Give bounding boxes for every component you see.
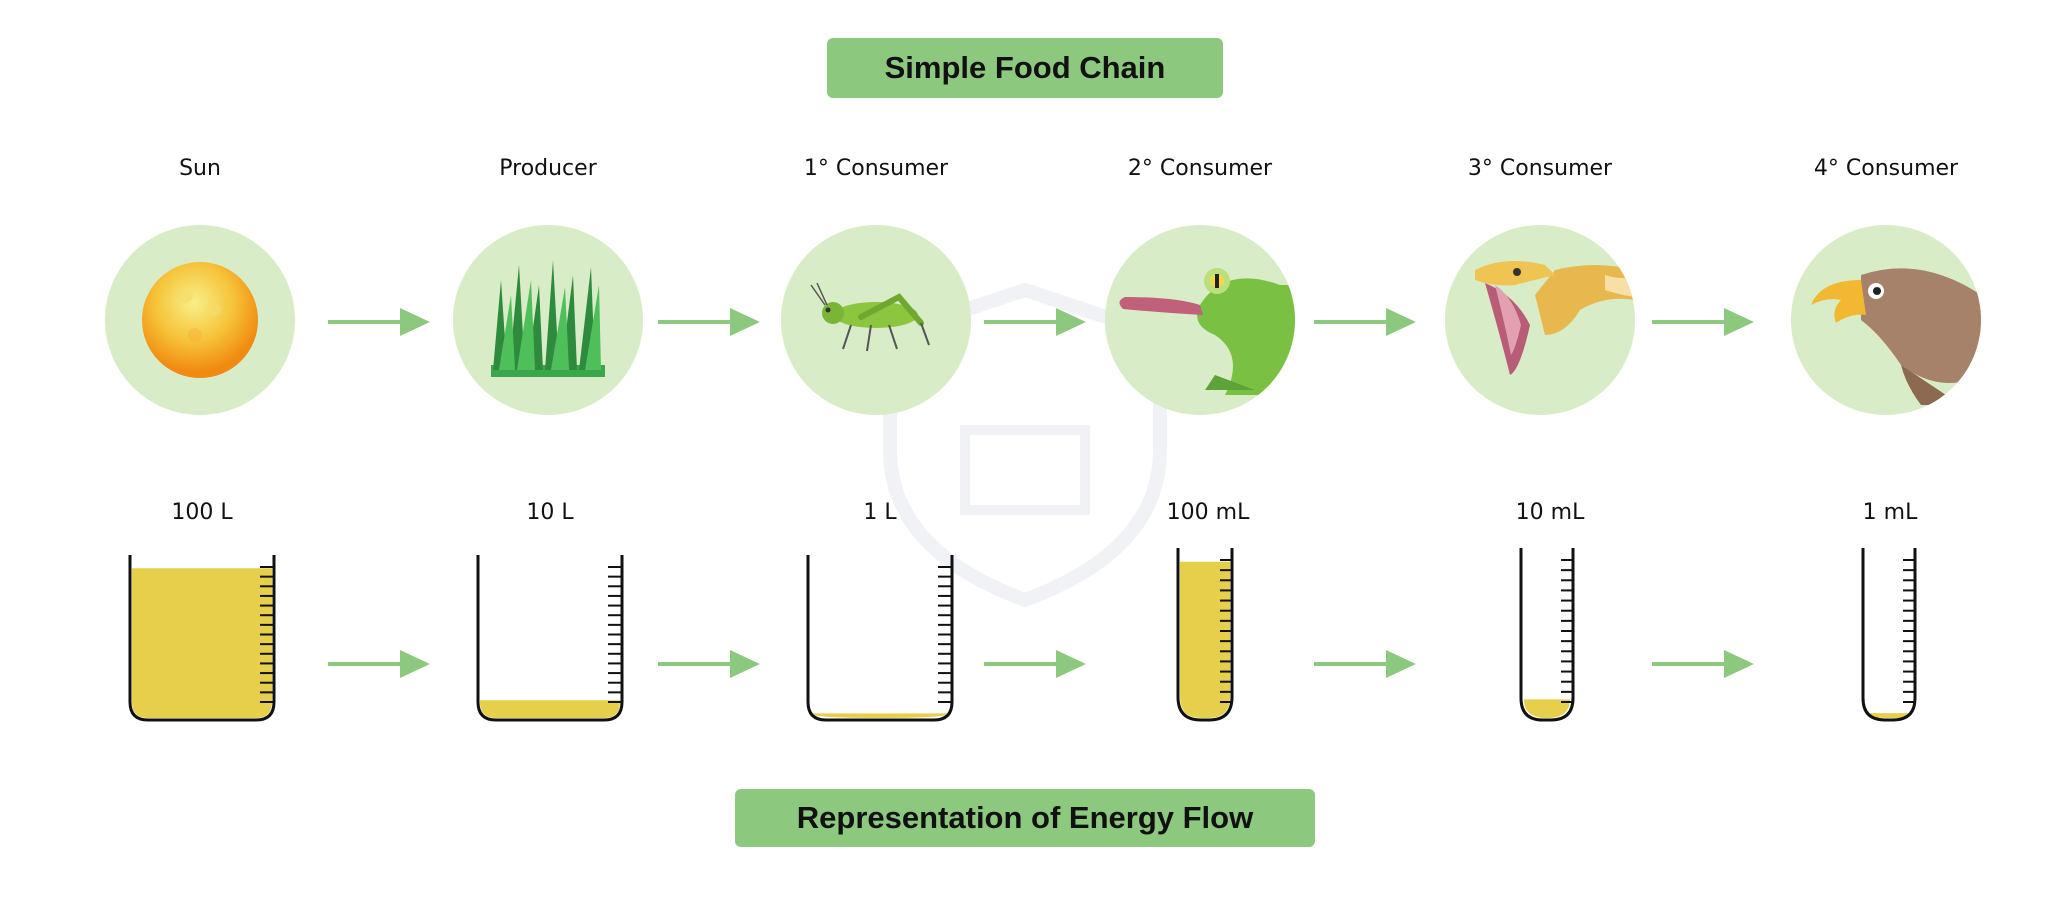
- stage-circle-tertiary-consumer: [1445, 225, 1635, 415]
- liquid-fill-1: [132, 568, 272, 718]
- test-tube-5: [1519, 548, 1575, 722]
- frog-icon: [1119, 268, 1295, 395]
- stage-circle-quaternary-consumer: [1791, 225, 1981, 415]
- liquid-fill-5: [1524, 699, 1570, 718]
- volume-label-producer: 10 L: [526, 500, 574, 525]
- volume-label-tertiary-consumer: 10 mL: [1515, 500, 1585, 525]
- stage-label-producer: Producer: [499, 156, 597, 181]
- volume-label-sun: 100 L: [171, 500, 233, 525]
- diagram-title: Simple Food Chain: [827, 38, 1223, 98]
- grass-icon: [491, 260, 605, 377]
- diagram-footer: Representation of Energy Flow: [735, 789, 1315, 847]
- liquid-fill-6: [1866, 713, 1912, 718]
- volume-label-primary-consumer: 1 L: [863, 500, 897, 525]
- flow-arrowhead-4: [1386, 650, 1416, 678]
- test-tube-4: [1176, 548, 1234, 722]
- flow-arrowhead-3: [1056, 650, 1086, 678]
- liquid-fill-3: [811, 713, 949, 718]
- sun-icon: [142, 262, 258, 378]
- test-tube-6: [1861, 548, 1917, 722]
- stage-circle-secondary-consumer: [1105, 225, 1295, 415]
- chain-arrowhead-2: [730, 308, 760, 336]
- eagle-icon: [1811, 268, 1981, 405]
- stage-label-secondary-consumer: 2° Consumer: [1127, 156, 1273, 181]
- beaker-2: [476, 555, 624, 722]
- stage-label-tertiary-consumer: 3° Consumer: [1467, 156, 1613, 181]
- stage-label-primary-consumer: 1° Consumer: [803, 156, 949, 181]
- liquid-fill-2: [480, 700, 620, 718]
- beaker-3: [806, 555, 954, 722]
- stage-circle-sun: [105, 225, 295, 415]
- chain-arrowhead-3: [1056, 308, 1086, 336]
- stage-circle-producer: [453, 225, 643, 415]
- volume-label-quaternary-consumer: 1 mL: [1862, 500, 1918, 525]
- stage-circle-primary-consumer: [781, 225, 971, 415]
- liquid-fill-4: [1180, 561, 1230, 718]
- stage-label-sun: Sun: [179, 156, 221, 181]
- flow-arrowhead-2: [730, 650, 760, 678]
- beaker-1: [128, 555, 276, 722]
- stage-label-quaternary-consumer: 4° Consumer: [1813, 156, 1959, 181]
- volume-label-secondary-consumer: 100 mL: [1166, 500, 1250, 525]
- flow-arrowhead-5: [1724, 650, 1754, 678]
- chain-arrowhead-4: [1386, 308, 1416, 336]
- snake-icon: [1475, 261, 1635, 375]
- flow-arrowhead-1: [400, 650, 430, 678]
- chain-arrowhead-5: [1724, 308, 1754, 336]
- watermark-shield-icon: [883, 282, 1167, 608]
- chain-arrowhead-1: [400, 308, 430, 336]
- grasshopper-icon: [810, 282, 930, 352]
